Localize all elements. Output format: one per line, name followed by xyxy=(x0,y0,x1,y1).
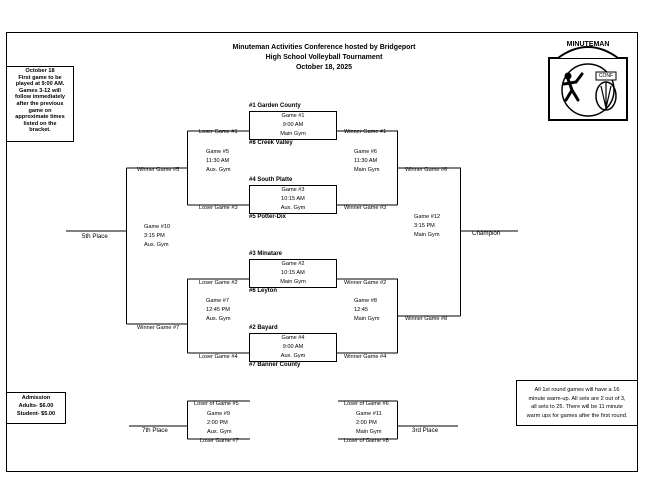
label-winner-game-7: Winner Game #7 xyxy=(137,325,180,331)
label-winner-game-3: Winner Game #3 xyxy=(344,205,387,211)
label-champion: Champion xyxy=(472,230,501,237)
team-leyton: #6 Leyton xyxy=(249,288,278,294)
label-winner-game-8: Winner Game #8 xyxy=(405,316,448,322)
label-7th-place: 7th Place xyxy=(142,427,168,434)
label-loser-game-5: Loser of Game #5 xyxy=(194,401,239,407)
label-loser-game-6: Loser of Game #6 xyxy=(344,401,389,407)
label-loser-game-8: Loser of Game #8 xyxy=(344,438,389,444)
label-winner-game-6: Winner Game #6 xyxy=(405,167,448,173)
label-3rd-place: 3rd Place xyxy=(412,427,439,434)
warmup-note xyxy=(516,380,638,426)
tournament-date: October 18, 2025 xyxy=(295,64,353,71)
label-loser-game-3: Loser Game #3 xyxy=(199,205,238,211)
team-potter-dix: #5 Potter-Dix xyxy=(249,214,287,220)
label-winner-game-2: Winner Game #2 xyxy=(344,280,387,286)
label-5th-place: 5th Place xyxy=(82,233,108,240)
team-creek-valley: #8 Creek Valley xyxy=(249,140,293,146)
minuteman-seal-icon xyxy=(548,46,628,121)
logo-top-text: MINUTEMAN xyxy=(566,41,610,48)
team-garden-county: #1 Garden County xyxy=(249,103,301,109)
label-winner-game-1: Winner Game #1 xyxy=(344,129,387,135)
label-winner-game-4: Winner Game #4 xyxy=(344,354,387,360)
logo-conf-text: CONF xyxy=(598,73,614,79)
page-title: Minuteman Activities Conference hosted b… xyxy=(232,44,416,51)
team-bayard: #2 Bayard xyxy=(249,325,278,331)
admission-text: Admission Adults- $6.00 Student- $5.00 xyxy=(16,395,56,417)
bracket-frame xyxy=(6,32,638,472)
label-loser-game-1: Loser Game #1 xyxy=(199,129,238,135)
admission-box xyxy=(6,392,66,424)
team-banner-county: #7 Banner County xyxy=(249,362,301,368)
warmup-note-text: All 1st round games will have a 16 minut… xyxy=(526,387,628,419)
label-loser-game-2: Loser Game #2 xyxy=(199,280,238,286)
page-subtitle: High School Volleyball Tournament xyxy=(265,54,383,61)
team-minatare: #3 Minatare xyxy=(249,251,283,257)
team-south-platte: #4 South Platte xyxy=(249,177,293,183)
label-loser-game-7: Loser Game #7 xyxy=(200,438,239,444)
label-loser-game-4: Loser Game #4 xyxy=(199,354,238,360)
schedule-note xyxy=(6,66,74,142)
label-winner-game-5: Winner Game #5 xyxy=(137,167,180,173)
minuteman-conference-logo: MINUTEMAN CONF xyxy=(546,38,630,122)
